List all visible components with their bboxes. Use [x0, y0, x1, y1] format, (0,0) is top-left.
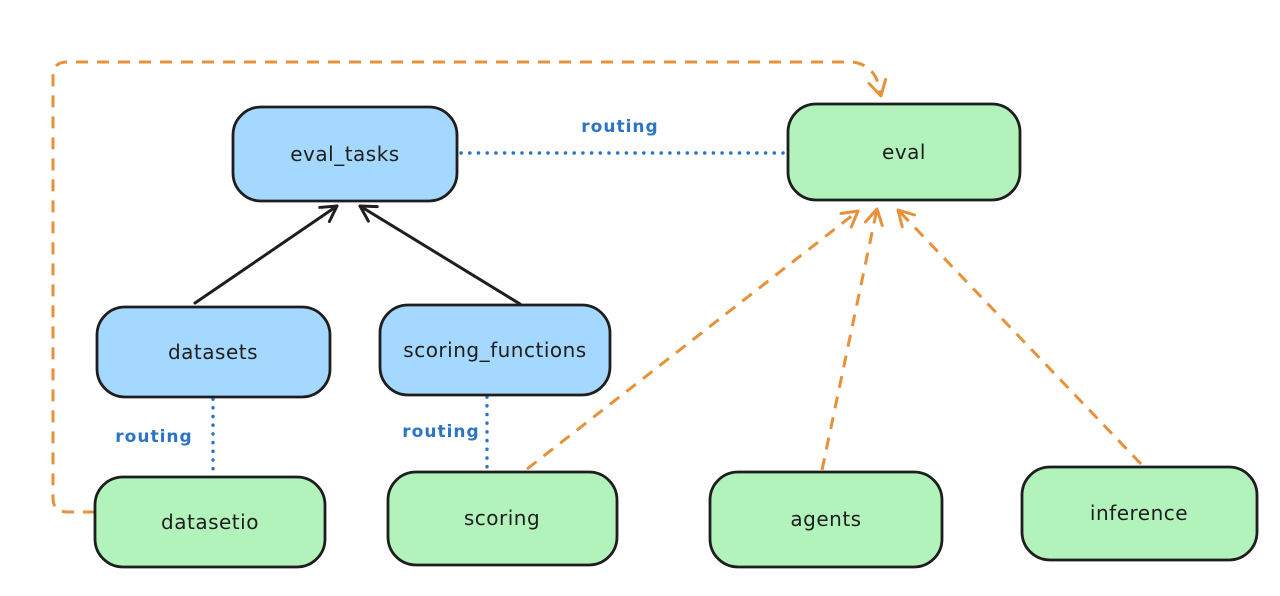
edge-datasetio-to-eval [51, 60, 888, 514]
routing-label-top: routing [581, 117, 658, 137]
node-inference-label: inference [1090, 501, 1188, 525]
node-inference-box[interactable] [1020, 465, 1259, 562]
node-agents-label: agents [790, 507, 861, 531]
node-datasets-label: datasets [168, 340, 258, 364]
node-scoring[interactable]: scoring [386, 470, 619, 567]
node-datasets[interactable]: datasets [95, 305, 332, 399]
node-inference[interactable]: inference [1020, 465, 1259, 562]
node-scoring-label: scoring [464, 506, 540, 530]
node-eval-label: eval [882, 140, 926, 164]
node-agents[interactable]: agents [708, 470, 944, 569]
node-agents-box[interactable] [708, 470, 944, 569]
node-scoring-functions-label: scoring_functions [403, 338, 586, 362]
routing-label-middle: routing [402, 422, 479, 442]
node-datasetio-label: datasetio [161, 510, 259, 534]
node-eval-tasks-label: eval_tasks [290, 142, 399, 166]
node-scoring-functions-box[interactable] [378, 303, 612, 397]
node-datasetio-box[interactable] [93, 475, 327, 569]
edge-inference-to-eval [896, 208, 1143, 466]
node-scoring-box[interactable] [386, 470, 619, 567]
node-datasetio[interactable]: datasetio [93, 475, 327, 569]
edge-agents-to-eval [820, 207, 884, 471]
node-eval-box[interactable] [786, 102, 1022, 202]
routing-label-left: routing [115, 427, 192, 447]
node-datasets-box[interactable] [95, 305, 332, 399]
node-eval-tasks-box[interactable] [231, 105, 459, 203]
node-scoring-functions[interactable]: scoring_functions [378, 303, 612, 397]
node-eval-tasks[interactable]: eval_tasks [231, 105, 459, 203]
edge-scoring-to-eval [526, 209, 860, 471]
edge-scoring-functions-to-eval-tasks [358, 204, 522, 306]
node-eval[interactable]: eval [786, 102, 1022, 202]
edge-datasets-to-eval-tasks [193, 204, 339, 305]
